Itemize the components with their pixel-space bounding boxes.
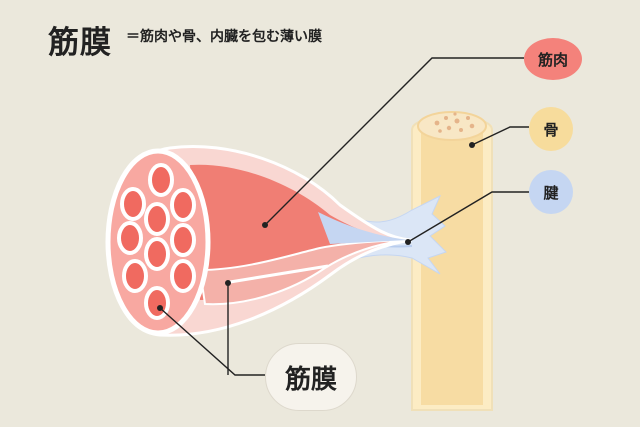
muscle-fiber-bundles — [117, 163, 196, 320]
bone-label: 骨 — [529, 107, 573, 151]
fascia-leader-line-a — [159, 307, 265, 376]
bone-leader-line — [471, 126, 529, 146]
fascia-label: 筋膜 — [265, 343, 357, 411]
muscle-leader-line — [264, 57, 524, 226]
tendon-leader-line — [407, 191, 529, 243]
muscle-illustration — [105, 145, 411, 337]
bone-cut-end — [417, 111, 487, 141]
muscle-label: 筋肉 — [524, 38, 582, 80]
page-title: 筋膜 — [48, 25, 112, 61]
leader-lines — [159, 57, 529, 376]
page-subtitle: ＝筋肉や骨、内臓を包む薄い膜 — [126, 29, 322, 45]
bone-illustration — [411, 111, 493, 411]
tendon-label: 腱 — [529, 170, 573, 214]
